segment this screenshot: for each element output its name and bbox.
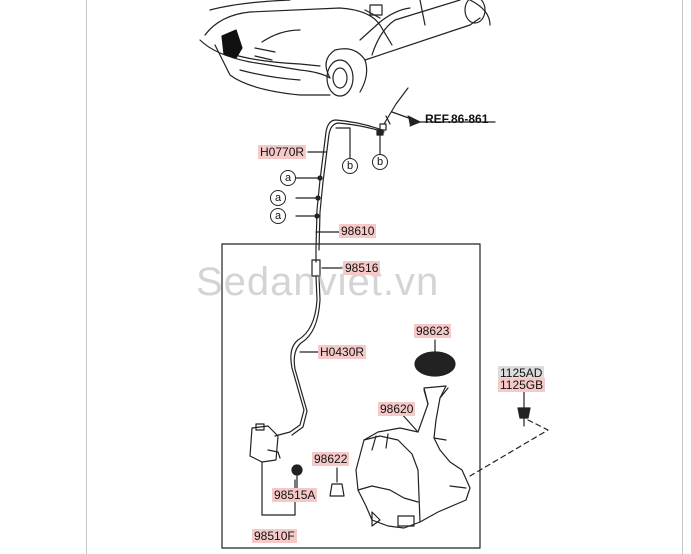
part-label-h0430r[interactable]: H0430R	[318, 345, 367, 359]
grommet	[329, 483, 345, 497]
right-margin-line	[682, 0, 683, 554]
callout-b-left: b	[342, 158, 358, 174]
watermark: Sedanviet.vn	[196, 260, 440, 304]
assembly-frame	[221, 243, 481, 549]
callout-b-right: b	[372, 154, 388, 170]
part-label-98622[interactable]: 98622	[312, 452, 350, 466]
part-label-98510f[interactable]: 98510F	[252, 529, 297, 543]
part-label-h0770r[interactable]: H0770R	[258, 145, 307, 159]
mounting-bolt	[517, 391, 531, 427]
bolt-leader-dashed	[469, 419, 549, 477]
callout-a-2: a	[270, 190, 286, 206]
part-label-1125ad[interactable]: 1125AD	[498, 366, 545, 380]
pump-seal	[291, 464, 303, 476]
ref-label[interactable]: REF.86-861	[425, 112, 489, 126]
part-label-98610[interactable]: 98610	[339, 224, 377, 238]
vehicle-illustration	[199, 0, 491, 97]
hose-h0770r	[315, 119, 383, 263]
part-label-98516[interactable]: 98516	[343, 261, 381, 275]
callout-a-3: a	[270, 208, 286, 224]
washer-pump	[249, 423, 296, 516]
left-margin-line	[86, 0, 87, 554]
part-label-1125gb[interactable]: 1125GB	[498, 378, 546, 392]
callout-a-1: a	[280, 170, 296, 186]
part-label-98515a[interactable]: 98515A	[272, 488, 318, 502]
filler-cap	[414, 351, 456, 377]
reservoir-tank	[355, 385, 471, 529]
part-label-98623[interactable]: 98623	[414, 324, 452, 338]
part-label-98620[interactable]: 98620	[378, 402, 416, 416]
hose-to-ref	[383, 87, 409, 125]
tank-location-marker	[221, 29, 243, 59]
hose-h0430r	[274, 275, 318, 437]
